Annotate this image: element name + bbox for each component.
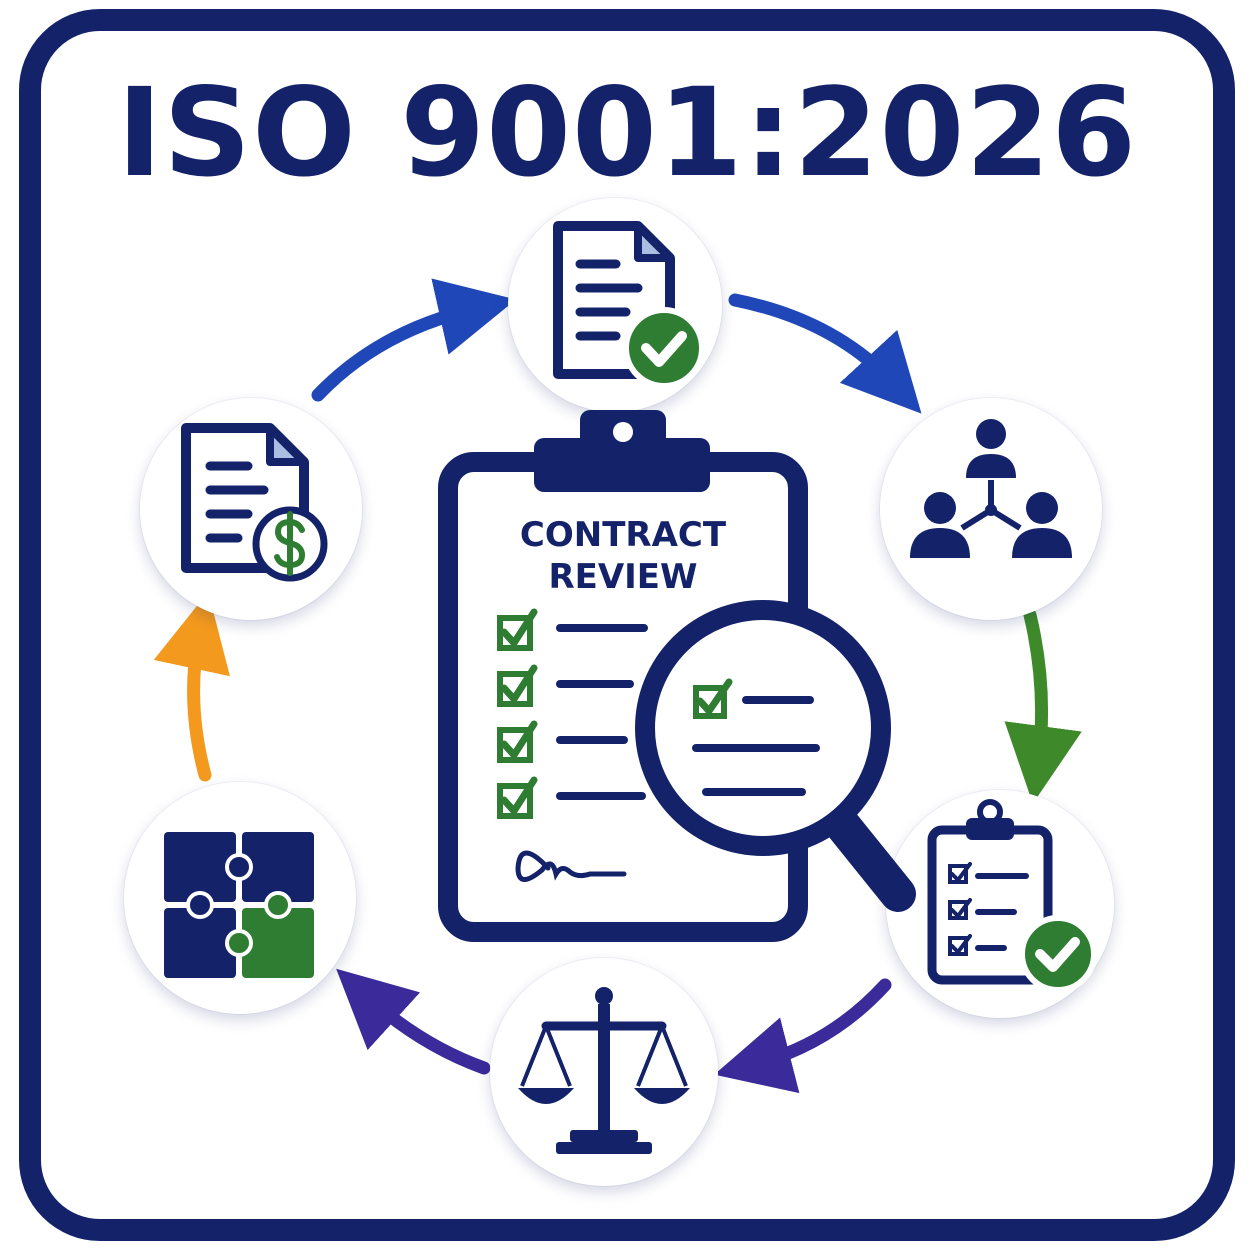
invoice-dollar-icon bbox=[181, 423, 328, 582]
checklist-approved-icon bbox=[927, 799, 1097, 993]
signature-mark bbox=[515, 850, 627, 882]
clipboard-checklist bbox=[497, 608, 648, 819]
contract-review-clipboard: CONTRACT REVIEW bbox=[438, 410, 916, 942]
step-document-approved bbox=[508, 198, 722, 412]
step-pricing bbox=[140, 398, 362, 620]
puzzle-pieces-icon bbox=[164, 832, 314, 978]
clipboard-heading-line1: CONTRACT bbox=[520, 515, 727, 555]
page-title: ISO 9001:2026 bbox=[116, 62, 1138, 204]
magnifier-icon bbox=[635, 600, 916, 912]
document-check-icon bbox=[553, 221, 705, 389]
clipboard-heading-line2: REVIEW bbox=[548, 557, 697, 597]
arrow-document-to-team bbox=[728, 293, 922, 414]
arrow-puzzle-to-invoice bbox=[153, 591, 230, 782]
step-legal-balance bbox=[490, 958, 718, 1186]
step-checklist-approved bbox=[886, 790, 1114, 1018]
step-team bbox=[880, 398, 1102, 620]
arrow-scales-to-puzzle bbox=[336, 968, 491, 1075]
team-hierarchy-icon bbox=[910, 419, 1072, 558]
arrow-invoice-to-document bbox=[311, 278, 517, 402]
arrow-team-to-checklist bbox=[1004, 608, 1082, 804]
scales-of-justice-icon bbox=[518, 987, 690, 1154]
arrow-checklist-to-scales bbox=[714, 978, 892, 1094]
step-integration bbox=[124, 782, 356, 1014]
